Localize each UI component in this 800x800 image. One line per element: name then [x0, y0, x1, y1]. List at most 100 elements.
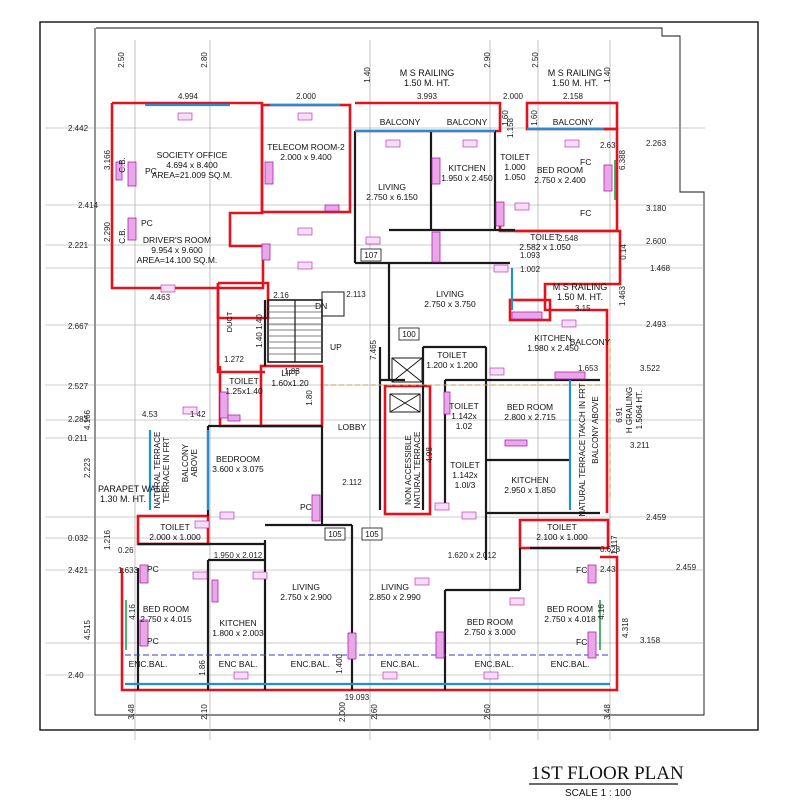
- room-name: KITCHEN: [511, 475, 548, 485]
- room-size: 1.200 x 1.200: [426, 360, 478, 370]
- dimension-label: 1.60: [530, 110, 539, 126]
- dimension-label: 3.993: [417, 92, 438, 101]
- dimension-label: 1.60: [501, 110, 510, 126]
- room-area: 1.02: [456, 421, 473, 431]
- room-size: 1.142x: [451, 411, 477, 421]
- room-name: BALCONY: [380, 117, 421, 127]
- dimension-label: 2.600: [646, 237, 667, 246]
- green-markers: [125, 160, 616, 650]
- dimension-label: 1.093: [520, 251, 541, 260]
- dimension-label: 2.63: [600, 141, 616, 150]
- room-size: 2.000 x 1.000: [149, 532, 201, 542]
- dimension-label: 1.40: [255, 332, 264, 348]
- dimension-label: 3.166: [103, 149, 112, 170]
- dimension-label: 2.50: [117, 52, 126, 68]
- balcony-above-label: ABOVE: [190, 449, 199, 477]
- room-size: 1.800 x 2.003: [212, 628, 264, 638]
- parapet-wall-label: PARAPET WALL: [98, 484, 166, 494]
- stair-down-label: DN: [315, 301, 327, 311]
- dimension-label: 2.442: [68, 124, 89, 133]
- room-area: 1.050: [504, 172, 526, 182]
- dimension-label: 1.400: [335, 653, 344, 674]
- room-name: BED ROOM: [547, 604, 593, 614]
- room-name: BALCONY: [553, 117, 594, 127]
- cb-label: C.B.: [118, 228, 127, 244]
- grailing-height: 1.5064 HT.: [635, 391, 644, 430]
- room-size: 2.750 x 4.018: [544, 614, 596, 624]
- opening-markers: [115, 157, 613, 660]
- pc-label: PC: [141, 218, 153, 228]
- dimension-label: 6.91: [615, 407, 624, 423]
- dimension-label: 0.14: [619, 244, 628, 260]
- room-name: LOBBY: [338, 422, 367, 432]
- room-size: 2.750 x 6.150: [366, 192, 418, 202]
- room-size: 3.600 x 3.075: [212, 464, 264, 474]
- misc-labels: PARAPET WALL 1.30 M. HT. UP DN PC PC PC …: [98, 157, 591, 647]
- room-size: 1.950 x 2.450: [441, 173, 493, 183]
- room-size: 1.60x1.20: [271, 378, 309, 388]
- dimension-label: 1.80: [305, 390, 314, 406]
- balcony-above-right-label: BALCONY ABOVE: [591, 396, 600, 463]
- dimension-label: 2.50: [531, 52, 540, 68]
- room-name: TOILET: [530, 232, 560, 242]
- room-name: DRIVER'S ROOM: [143, 235, 211, 245]
- dimension-label: 2.80: [200, 52, 209, 68]
- room-name: ENC.BAL.: [291, 659, 330, 669]
- unit-number: 105: [328, 530, 342, 539]
- dimension-label: 2.40: [68, 671, 84, 680]
- dimension-label: 2.414: [78, 201, 99, 210]
- railing-label: M S RAILING: [400, 68, 455, 78]
- unit-number: 105: [365, 530, 379, 539]
- non-accessible-label: NON ACCESSIBLE: [404, 435, 413, 505]
- room-name: BED ROOM: [507, 402, 553, 412]
- dimension-label: 1.117: [610, 535, 619, 555]
- dimension-label: 4.16: [128, 604, 137, 620]
- natural-terrace-label: TERRACE IN FRT: [162, 437, 171, 503]
- room-size: 2.750 x 2.400: [534, 175, 586, 185]
- railing-label: M S RAILING: [548, 68, 603, 78]
- fc-label: FC: [576, 565, 587, 575]
- title-block: 1ST FLOOR PLAN SCALE 1 : 100: [529, 763, 684, 799]
- room-size: 2.950 x 1.850: [504, 485, 556, 495]
- dimension-label: 2.000: [338, 701, 347, 722]
- room-name: KITCHEN: [219, 618, 256, 628]
- dimension-label: 4.318: [621, 617, 630, 638]
- room-size: 2.850 x 2.990: [369, 592, 421, 602]
- room-name: TOILET: [547, 522, 577, 532]
- dimension-label: 4.994: [178, 92, 199, 101]
- dimension-label: 2.43: [600, 565, 616, 574]
- grailing-label: H GRAILING: [625, 387, 634, 433]
- dimension-label: 1.40: [603, 67, 612, 83]
- dimension-label: 2.667: [68, 322, 89, 331]
- cb-label: C.B.: [118, 157, 127, 173]
- dimension-label: 3.15: [575, 304, 591, 313]
- room-size: 2.750 x 3.750: [424, 299, 476, 309]
- room-area: 1.0l/3: [455, 480, 476, 490]
- dimension-label: 3.48: [603, 704, 612, 720]
- room-name: BED ROOM: [537, 165, 583, 175]
- dimension-label: 4.166: [83, 409, 92, 430]
- unit-number: 100: [402, 330, 416, 339]
- staircase: [267, 299, 323, 363]
- dimension-label: 1.272: [224, 355, 245, 364]
- dimension-label: 2.60: [483, 704, 492, 720]
- room-name: LIVING: [381, 582, 409, 592]
- room-size: 2.750 x 4.015: [140, 614, 192, 624]
- dimension-label: 3.158: [640, 636, 661, 645]
- pc-label: PC: [300, 502, 312, 512]
- room-size: 2.000 x 9.400: [280, 152, 332, 162]
- plan-scale: SCALE 1 : 100: [565, 788, 632, 799]
- marker-tags: [160, 112, 580, 680]
- room-size: 2.800 x 2.715: [504, 412, 556, 422]
- dimension-label: 1 42: [190, 410, 206, 419]
- dimension-label: 2.459: [676, 563, 697, 572]
- dimension-grid: [45, 40, 705, 740]
- room-size: 1.25x1.40: [225, 386, 263, 396]
- room-name: TOILET: [437, 350, 467, 360]
- dimension-label: 1.653: [578, 364, 599, 373]
- pc-label: PC: [145, 166, 157, 176]
- dimension-label: 1.468: [650, 264, 671, 273]
- dimension-label: 1.83: [284, 367, 300, 376]
- parapet-wall-height: 1.30 M. HT.: [100, 494, 146, 504]
